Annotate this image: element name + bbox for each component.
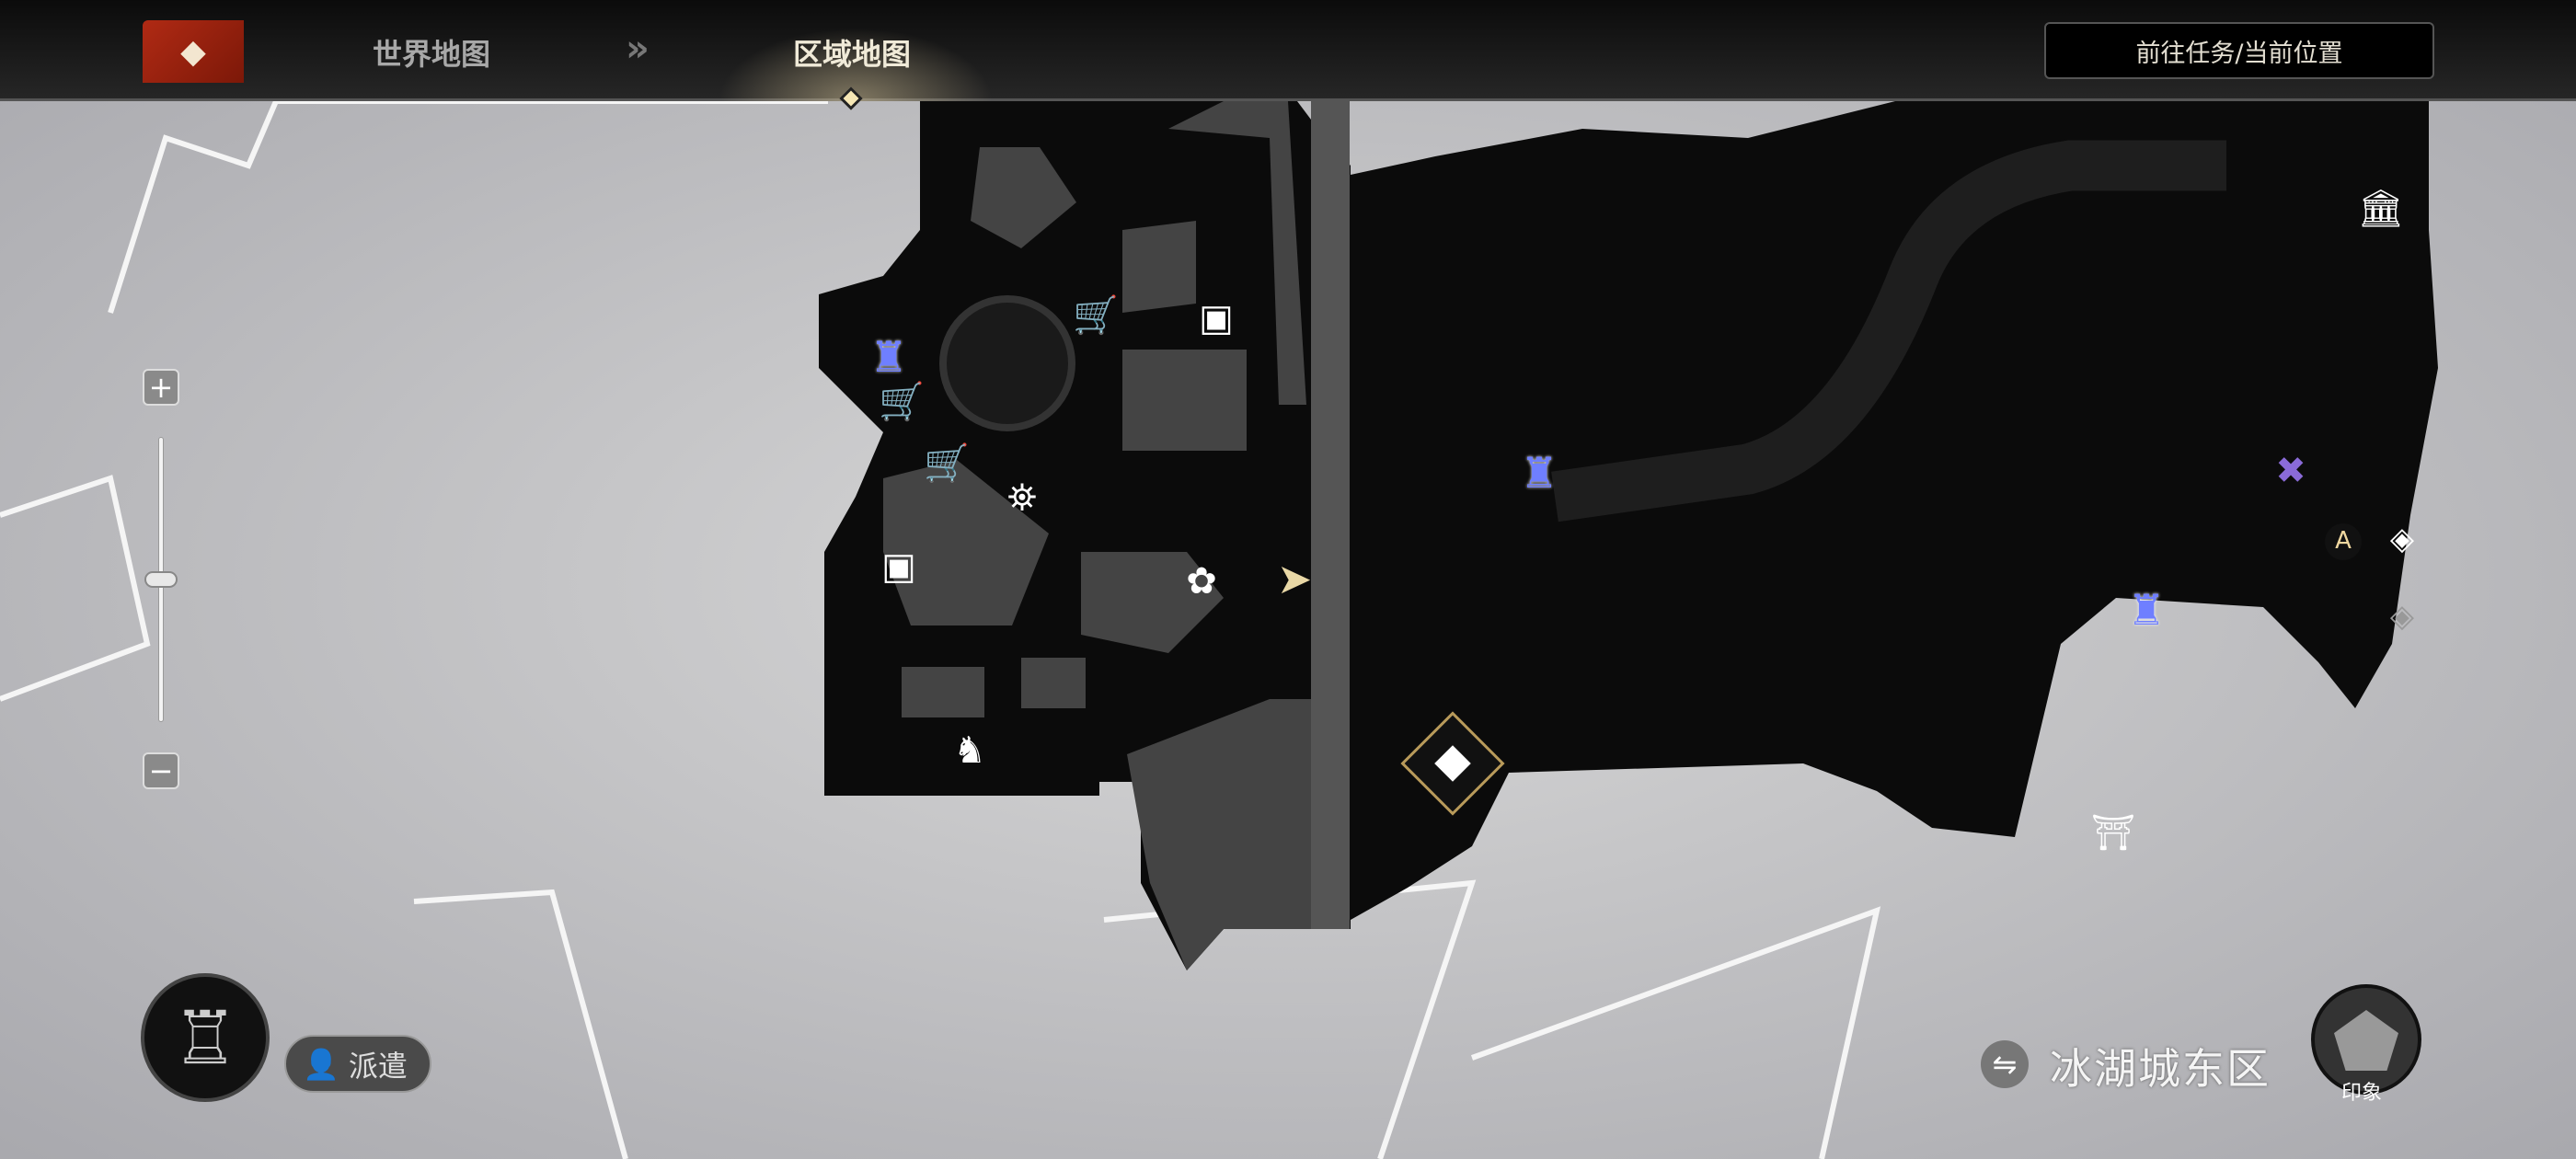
teleport-tower-icon[interactable]: ♜ xyxy=(869,332,908,382)
zoom-slider-handle[interactable] xyxy=(144,571,178,588)
c-emblem-icon: ◆ xyxy=(180,32,206,71)
impression-label: 印象 xyxy=(2341,1082,2383,1105)
shop-cart-icon[interactable]: 🛒 xyxy=(1073,294,1119,337)
top-bar: ◆ 世界地图 » 区域地图 前往任务/当前位置 xyxy=(0,0,2576,101)
terrain-outline xyxy=(0,98,1881,1159)
zoom-in-button[interactable]: + xyxy=(143,369,179,406)
player-arrow-icon: ➤ xyxy=(1276,554,1313,603)
bank-icon[interactable]: 🏛 xyxy=(2357,188,2405,230)
layer-icon[interactable]: ◈ xyxy=(2389,521,2415,557)
plaza-circle xyxy=(939,295,1075,431)
bench-icon[interactable]: ▣ xyxy=(1199,297,1234,339)
tab-region-map[interactable]: 区域地图 xyxy=(793,37,912,72)
chevron-right-icon: » xyxy=(626,28,650,70)
bench-icon[interactable]: ▣ xyxy=(881,545,916,588)
plant-icon[interactable]: ✿ xyxy=(1186,560,1217,602)
impression-button[interactable] xyxy=(2311,984,2421,1095)
buildings xyxy=(883,101,1311,970)
purple-marker-icon[interactable]: ✖ xyxy=(2275,450,2306,492)
switch-region-icon[interactable]: ⇋ xyxy=(1981,1040,2029,1088)
active-tab-glow xyxy=(718,28,994,101)
teleport-tower-icon[interactable]: ♜ xyxy=(2127,585,2166,635)
zoom-out-button[interactable]: − xyxy=(143,752,179,789)
explored-area-east xyxy=(1351,101,2438,920)
teleport-tower-icon[interactable]: ♜ xyxy=(1520,448,1558,498)
road xyxy=(1311,101,1350,929)
region-emblem-castle-icon[interactable]: ♖ xyxy=(141,973,270,1102)
tab-world-map[interactable]: 世界地图 xyxy=(373,37,491,72)
shop-cart-icon[interactable]: 🛒 xyxy=(924,442,970,485)
layer-icon[interactable]: ◈ xyxy=(2389,598,2415,635)
back-logo-button[interactable]: ◆ xyxy=(143,20,244,83)
a-marker-icon[interactable]: A xyxy=(2325,523,2362,560)
lamp-icon[interactable]: ⛯ xyxy=(1007,476,1037,519)
goto-quest-location-button[interactable]: 前往任务/当前位置 xyxy=(2044,22,2434,79)
gate-icon[interactable]: ⛩ xyxy=(2090,812,2136,853)
dispatch-label: 派遣 xyxy=(348,1048,408,1084)
dispatch-button[interactable]: 👤派遣 xyxy=(284,1035,431,1093)
horse-icon[interactable]: ♞ xyxy=(953,729,986,772)
shop-cart-icon[interactable]: 🛒 xyxy=(879,381,925,423)
person-icon: 👤 xyxy=(303,1046,339,1082)
river xyxy=(1551,140,2226,522)
region-name[interactable]: 冰湖城东区 xyxy=(2050,1044,2271,1094)
